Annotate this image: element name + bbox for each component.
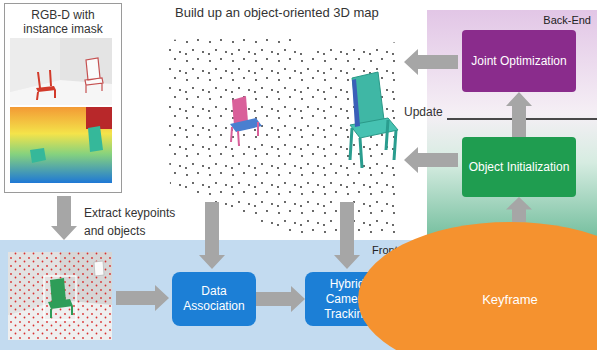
label-holder: Update	[404, 102, 464, 120]
process-box: Data Association	[172, 272, 256, 326]
node-text: Joint Optimization	[471, 54, 566, 69]
ellipse-fill	[358, 222, 597, 350]
note-label: Extract keypoints and objects	[84, 206, 175, 238]
keyframe-ellipse: Keyframe	[358, 222, 597, 350]
node-text: Data Association	[177, 284, 251, 314]
point-cloud-map-part	[350, 120, 396, 168]
back-end-panel: Back-EndJoint OptimizationObject Initial…	[427, 10, 597, 256]
note-label: Update	[404, 105, 443, 119]
point-cloud-map-part	[352, 79, 360, 127]
process-box: Object Initialization	[462, 137, 576, 197]
node-text: Object Initialization	[469, 160, 570, 175]
point-cloud-map-part	[231, 122, 258, 146]
diagram-title: Build up an object-oriented 3D map	[175, 5, 379, 20]
node-text: Back-End	[543, 14, 591, 26]
point-cloud-map-part	[165, 36, 398, 238]
point-cloud-map-part	[350, 118, 398, 138]
point-cloud-map-part	[230, 118, 262, 132]
node-text: Keyframe	[482, 292, 538, 307]
point-cloud-map-part	[232, 96, 248, 126]
process-box: Joint Optimization	[462, 30, 576, 92]
title-holder: Build up an object-oriented 3D map	[175, 3, 379, 21]
input-panel: RGB-D with instance imask	[4, 3, 122, 193]
point-cloud-map-part	[352, 72, 384, 126]
flow-arrows-part	[51, 196, 77, 240]
node-text: RGB-D with instance imask	[11, 8, 115, 37]
point-cloud-map	[165, 36, 398, 238]
label-holder: Extract keypoints and objects	[84, 203, 196, 239]
ellipse-shape	[358, 222, 597, 350]
